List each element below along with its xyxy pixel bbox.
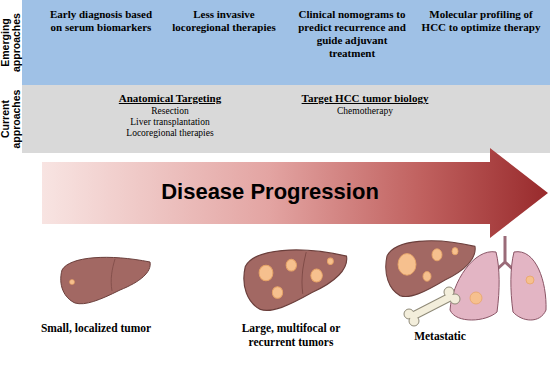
stage-label: Large, multifocal or recurrent tumors	[224, 321, 358, 349]
lungs	[450, 236, 546, 320]
approach-text: Less invasive locoregional therapies	[166, 8, 282, 34]
multifocal-liver	[244, 250, 347, 310]
approach-item: Chemotherapy	[295, 106, 435, 117]
approach-heading: Anatomical Targeting	[100, 92, 240, 105]
current-band: Current approaches Anatomical TargetingRe…	[0, 85, 550, 153]
approach-text: Clinical nomograms to predict recurrence…	[293, 8, 411, 60]
approach-item: Locoregional therapies	[100, 128, 240, 139]
approach-item: Resection	[100, 106, 240, 117]
emerging-band: Emerging approaches Early diagnosis based…	[0, 0, 550, 85]
progression-arrow: Disease Progression	[42, 148, 548, 238]
approach-heading: Target HCC tumor biology	[295, 92, 435, 105]
stage-label: Small, localized tumor	[35, 321, 157, 335]
bone	[404, 287, 460, 326]
row-heading: Current approaches	[0, 85, 22, 153]
stage-label: Metastatic	[390, 329, 490, 343]
approach-text: Molecular profiling of HCC to optimize t…	[420, 8, 542, 34]
arrow-title: Disease Progression	[112, 179, 428, 205]
row-heading: Emerging approaches	[0, 0, 22, 85]
approach-text: Early diagnosis based on serum biomarker…	[44, 8, 158, 34]
approach-item: Liver transplantation	[100, 117, 240, 128]
arrow-body	[42, 148, 548, 238]
small-liver	[61, 257, 150, 303]
